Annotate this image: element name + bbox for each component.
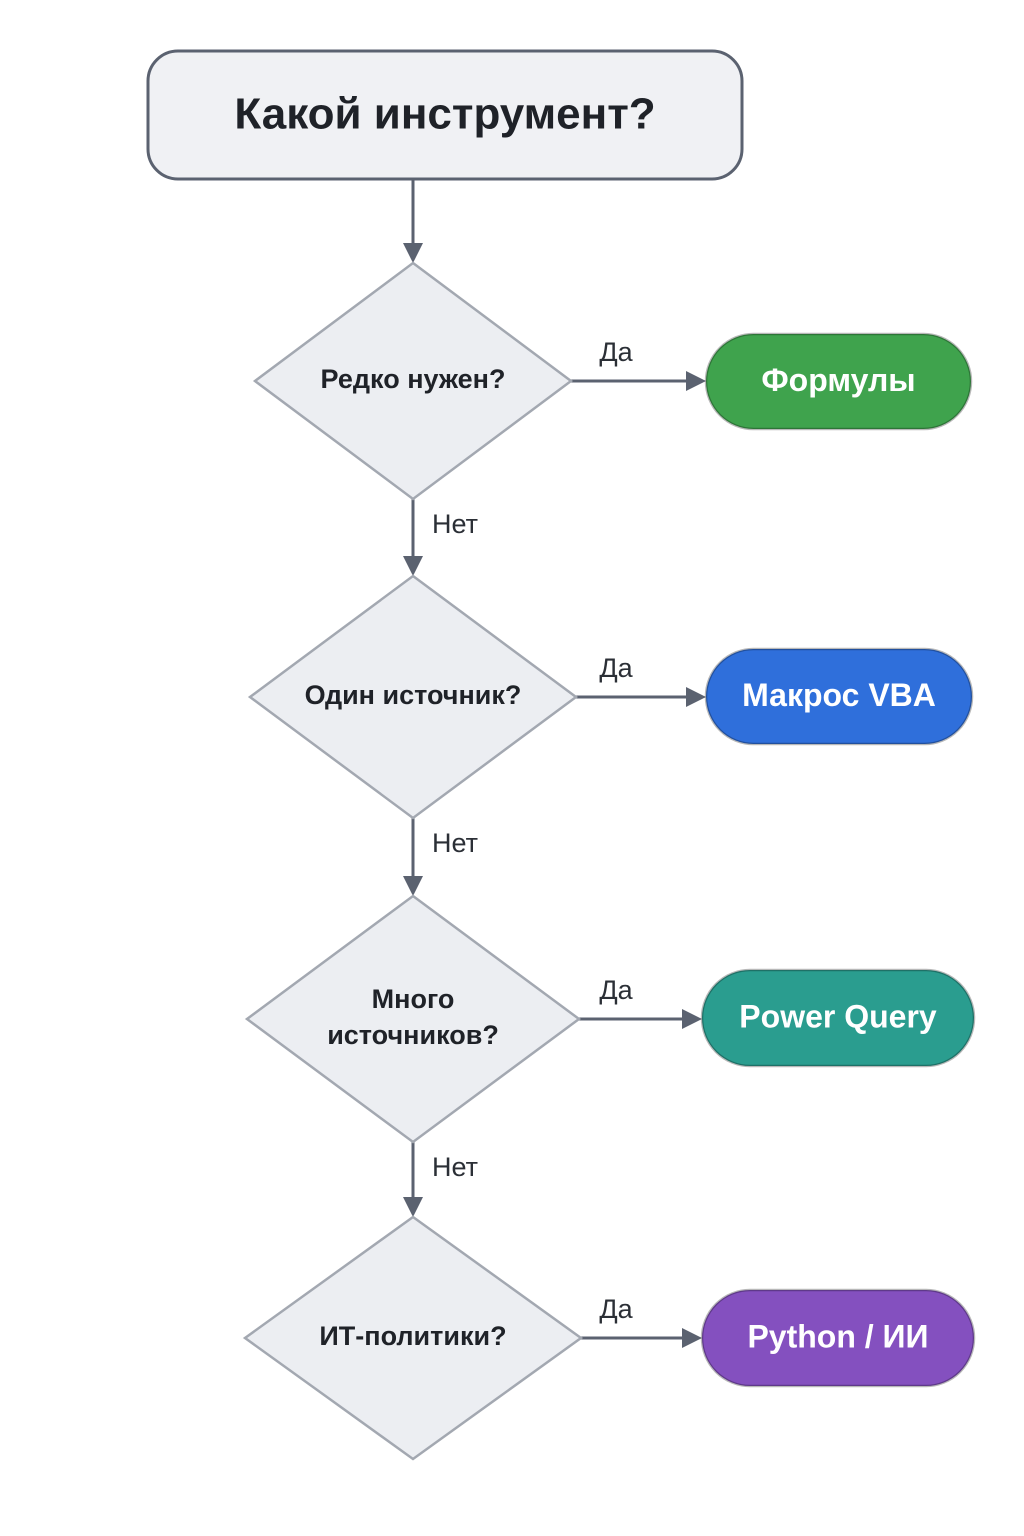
arrowhead-decision-4-yes (682, 1328, 702, 1348)
start-node-label: Какой инструмент? (234, 90, 655, 139)
decision-2-diamond (247, 574, 579, 820)
result-4-pill (700, 1288, 976, 1388)
decision-4-diamond (242, 1215, 584, 1461)
connectors (403, 179, 706, 1348)
decision-3-diamond (244, 894, 582, 1144)
arrowhead-decision-3-yes (682, 1009, 702, 1029)
decision-1-no-label: Нет (432, 509, 478, 539)
decision-3-label-line-2: источников? (327, 1020, 499, 1050)
arrowhead-start-to-decision-1 (403, 243, 423, 263)
decision-1-diamond (252, 261, 574, 501)
decision-2-label-line-1: Один источник? (305, 680, 522, 710)
decision-nodes: Редко нужен? Один источник? Много источнико… (242, 261, 584, 1461)
decision-3-no-label: Нет (432, 1152, 478, 1182)
arrowhead-decision-3-no (403, 1197, 423, 1217)
decision-3-yes-label: Да (599, 975, 633, 1005)
decision-3-label-line-1: Много (372, 984, 455, 1014)
arrowhead-decision-2-yes (686, 687, 706, 707)
decision-2-yes-label: Да (599, 653, 633, 683)
decision-4-label-line-1: ИТ-политики? (319, 1321, 506, 1351)
result-1-label: Формулы (761, 362, 915, 398)
arrowhead-decision-2-no (403, 876, 423, 896)
start-node: Какой инструмент? (146, 49, 744, 181)
result-2-label: Макрос VBA (742, 677, 936, 713)
result-2-pill (704, 647, 974, 746)
arrowhead-decision-1-yes (686, 371, 706, 391)
arrowhead-decision-1-no (403, 556, 423, 576)
decision-1-yes-label: Да (599, 337, 633, 367)
result-1-pill (704, 332, 973, 431)
decision-2-no-label: Нет (432, 828, 478, 858)
result-3-label: Power Query (739, 998, 937, 1034)
decision-4-yes-label: Да (599, 1294, 633, 1324)
result-4-label: Python / ИИ (747, 1318, 928, 1354)
start-node-box (146, 49, 744, 181)
result-3-pill (700, 968, 976, 1068)
decision-1-label-line-1: Редко нужен? (321, 364, 506, 394)
